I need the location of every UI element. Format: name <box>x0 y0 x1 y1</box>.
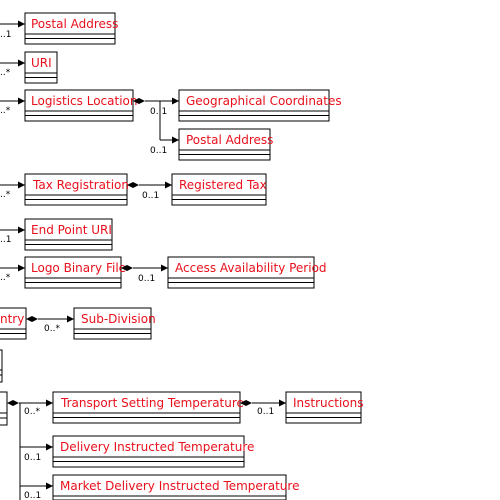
multiplicity-label: 0..1 <box>24 453 41 463</box>
multiplicity-label: ..1 <box>0 30 11 40</box>
class-name: Tax Registration <box>32 178 129 192</box>
class-transport-setting-temperature[interactable]: Transport Setting Temperature <box>52 391 244 424</box>
class-name: Logistics Location <box>31 94 137 108</box>
composition-connector <box>240 399 286 407</box>
class-instructions[interactable]: Instructions <box>285 391 363 424</box>
class-tax-registration[interactable]: Tax Registration <box>0 173 129 206</box>
composition-connector <box>121 264 168 272</box>
class-name: Transport Setting Temperature <box>60 396 244 410</box>
class-name: Postal Address <box>31 17 118 31</box>
class-name: Delivery Instructed Temperature <box>60 440 254 454</box>
multiplicity-label: 0..1 <box>150 107 167 117</box>
class-name: Access Availability Period <box>175 261 327 275</box>
class-name: Instructions <box>293 396 363 410</box>
class-market-delivery-instructed-temperature[interactable]: Market Delivery Instructed Temperature <box>52 474 299 500</box>
class-registered-tax[interactable]: Registered Tax <box>171 173 267 206</box>
composition-connector <box>7 399 53 500</box>
class-end-point-uri[interactable]: End Point URI <box>0 218 113 251</box>
multiplicity-label: ..1 <box>0 235 11 245</box>
class-name: ntry <box>0 312 24 326</box>
class-country-partial[interactable]: ntry <box>0 307 27 340</box>
multiplicity-label: 0..* <box>24 407 40 417</box>
multiplicity-label: 0..1 <box>24 491 41 500</box>
multiplicity-label: 0..1 <box>142 191 159 201</box>
multiplicity-label: ..* <box>0 190 11 200</box>
class-access-availability-period[interactable]: Access Availability Period <box>167 256 327 289</box>
composition-connector <box>26 315 74 323</box>
class-name: Logo Binary File <box>31 261 126 275</box>
class-uri[interactable]: URI <box>0 51 58 84</box>
multiplicity-label: 0..1 <box>257 407 274 417</box>
class-postal-address-nested[interactable]: Postal Address <box>178 128 273 161</box>
class-name: URI <box>31 56 52 70</box>
class-name: Postal Address <box>186 133 273 147</box>
class-sub-division[interactable]: Sub-Division <box>73 307 156 340</box>
class-logo-binary-file[interactable]: Logo Binary File <box>0 256 126 289</box>
multiplicity-label: 0..1 <box>150 146 167 156</box>
class-partial-left-upper <box>0 349 3 383</box>
composition-connector <box>127 181 172 189</box>
class-geographical-coordinates[interactable]: Geographical Coordinates <box>178 89 342 122</box>
class-name: Sub-Division <box>81 312 156 326</box>
multiplicity-label: ..* <box>0 273 11 283</box>
multiplicity-label: ..* <box>0 106 11 116</box>
multiplicity-label: 0..1 <box>138 274 155 284</box>
class-logistics-location[interactable]: Logistics Location <box>0 89 137 122</box>
class-delivery-instructed-temperature[interactable]: Delivery Instructed Temperature <box>52 435 254 468</box>
class-name: Registered Tax <box>179 178 267 192</box>
multiplicity-label: ..* <box>0 68 11 78</box>
class-name: End Point URI <box>31 223 112 237</box>
class-postal-address-top[interactable]: Postal Address <box>0 12 118 45</box>
multiplicity-label: 0..* <box>44 324 60 334</box>
composition-connector <box>133 97 179 144</box>
class-name: Market Delivery Instructed Temperature <box>60 479 299 493</box>
class-name: Geographical Coordinates <box>186 94 342 108</box>
class-partial-left-lower <box>0 391 8 426</box>
